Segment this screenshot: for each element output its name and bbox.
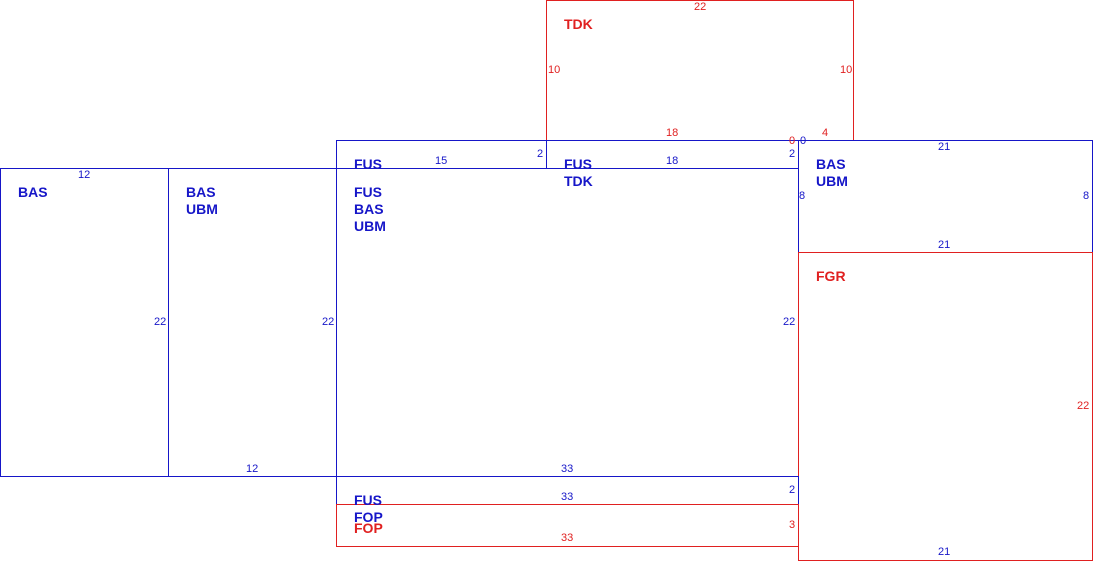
panel-label: FGR xyxy=(816,268,846,284)
panel-label: FOP xyxy=(354,509,383,525)
dimension-label: 0 xyxy=(800,135,807,147)
panel-label: UBM xyxy=(816,173,848,189)
dimension-label: 18 xyxy=(666,155,679,167)
dimension-label: 2 xyxy=(789,484,796,496)
panel-label: UBM xyxy=(186,201,218,217)
panel-label: FUS xyxy=(354,184,382,200)
panel-label: TDK xyxy=(564,16,593,32)
dimension-label: 12 xyxy=(246,463,259,475)
dimension-label: 18 xyxy=(666,127,679,139)
dimension-label: 22 xyxy=(694,1,707,13)
fop-red-panel xyxy=(336,504,799,547)
dimension-label: 22 xyxy=(154,316,167,328)
bas-left-panel xyxy=(0,168,169,477)
dimension-label: 33 xyxy=(561,532,574,544)
dimension-label: 2 xyxy=(537,148,544,160)
panel-label: BAS xyxy=(186,184,216,200)
panel-label: UBM xyxy=(354,218,386,234)
dimension-label: 2 xyxy=(789,148,796,160)
panel-label: FUS xyxy=(354,156,382,168)
dimension-label: 0 xyxy=(789,135,796,147)
dimension-label: 15 xyxy=(435,155,448,167)
dimension-label: 21 xyxy=(938,141,951,153)
dimension-label: 8 xyxy=(1083,190,1090,202)
panel-label: FOP xyxy=(354,520,383,536)
panel-label: FUS xyxy=(564,156,592,172)
panel-label: BAS xyxy=(816,156,846,172)
dimension-label: 33 xyxy=(561,491,574,503)
dimension-label: 4 xyxy=(822,127,829,139)
dimension-label: 22 xyxy=(783,316,796,328)
dimension-label: 10 xyxy=(840,64,853,76)
dimension-label: 21 xyxy=(938,239,951,251)
dimension-label: 33 xyxy=(561,463,574,475)
dimension-label: 3 xyxy=(789,519,796,531)
panel-label: FUS xyxy=(354,492,382,508)
dimension-label: 12 xyxy=(78,169,91,181)
dimension-label: 8 xyxy=(799,190,806,202)
dimension-label: 22 xyxy=(322,316,335,328)
dimension-label: 10 xyxy=(548,64,561,76)
panel-label: BAS xyxy=(354,201,384,217)
fus-bas-ubm-panel xyxy=(336,168,799,477)
dimension-label: 22 xyxy=(1077,400,1090,412)
panel-label: TDK xyxy=(564,173,593,189)
panel-label: BAS xyxy=(18,184,48,200)
fgr-panel xyxy=(798,252,1093,561)
dimension-label: 21 xyxy=(938,546,951,558)
